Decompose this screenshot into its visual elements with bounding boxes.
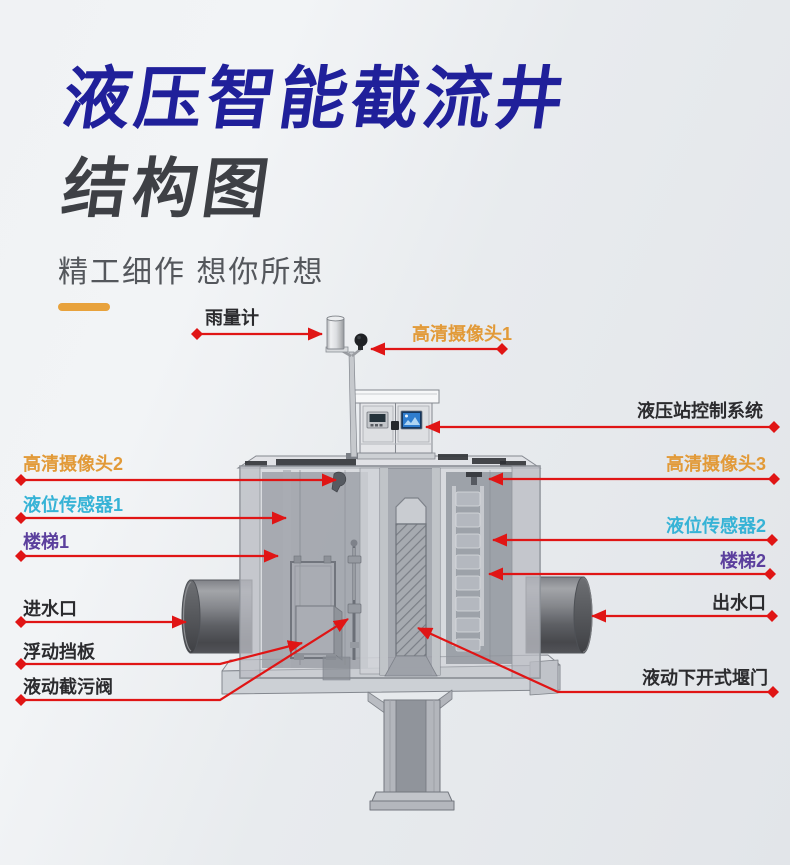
weir-gate-plate bbox=[395, 523, 427, 657]
connector-weir-gate bbox=[417, 626, 779, 698]
sewage-valve-graphic bbox=[347, 539, 362, 660]
pole-assembly bbox=[325, 315, 368, 459]
label-sewage-valve: 液动截污阀 bbox=[23, 677, 113, 697]
label-weir-gate: 液动下开式堰门 bbox=[642, 668, 768, 688]
camera1-graphic bbox=[354, 333, 368, 350]
control-cabinet bbox=[350, 389, 440, 460]
label-hydraulic-control: 液压站控制系统 bbox=[637, 401, 763, 421]
cabinet-display bbox=[366, 411, 389, 429]
label-sensor2: 液位传感器2 bbox=[665, 516, 766, 536]
top-grating bbox=[245, 454, 526, 467]
accent-pill bbox=[58, 303, 110, 311]
label-ladder1: 楼梯1 bbox=[23, 532, 70, 552]
label-sensor1: 液位传感器1 bbox=[23, 495, 124, 515]
label-camera3: 高清摄像头3 bbox=[665, 454, 766, 474]
camera3-graphic bbox=[466, 472, 482, 485]
label-outlet: 出水口 bbox=[712, 593, 766, 613]
connector-sewage-valve bbox=[15, 618, 349, 706]
label-float-baffle: 浮动挡板 bbox=[23, 642, 95, 662]
rain-gauge-graphic bbox=[326, 315, 345, 350]
connector-lines bbox=[15, 327, 780, 706]
label-rain-gauge: 雨量计 bbox=[205, 308, 259, 328]
label-camera1: 高清摄像头1 bbox=[412, 324, 513, 344]
label-camera2: 高清摄像头2 bbox=[23, 454, 124, 474]
tagline: 精工细作 想你所想 bbox=[58, 256, 325, 289]
label-inlet: 进水口 bbox=[23, 599, 77, 619]
cabinet-hmi-screen bbox=[400, 410, 423, 430]
label-ladder2: 楼梯2 bbox=[719, 551, 766, 571]
well-body bbox=[236, 454, 542, 681]
